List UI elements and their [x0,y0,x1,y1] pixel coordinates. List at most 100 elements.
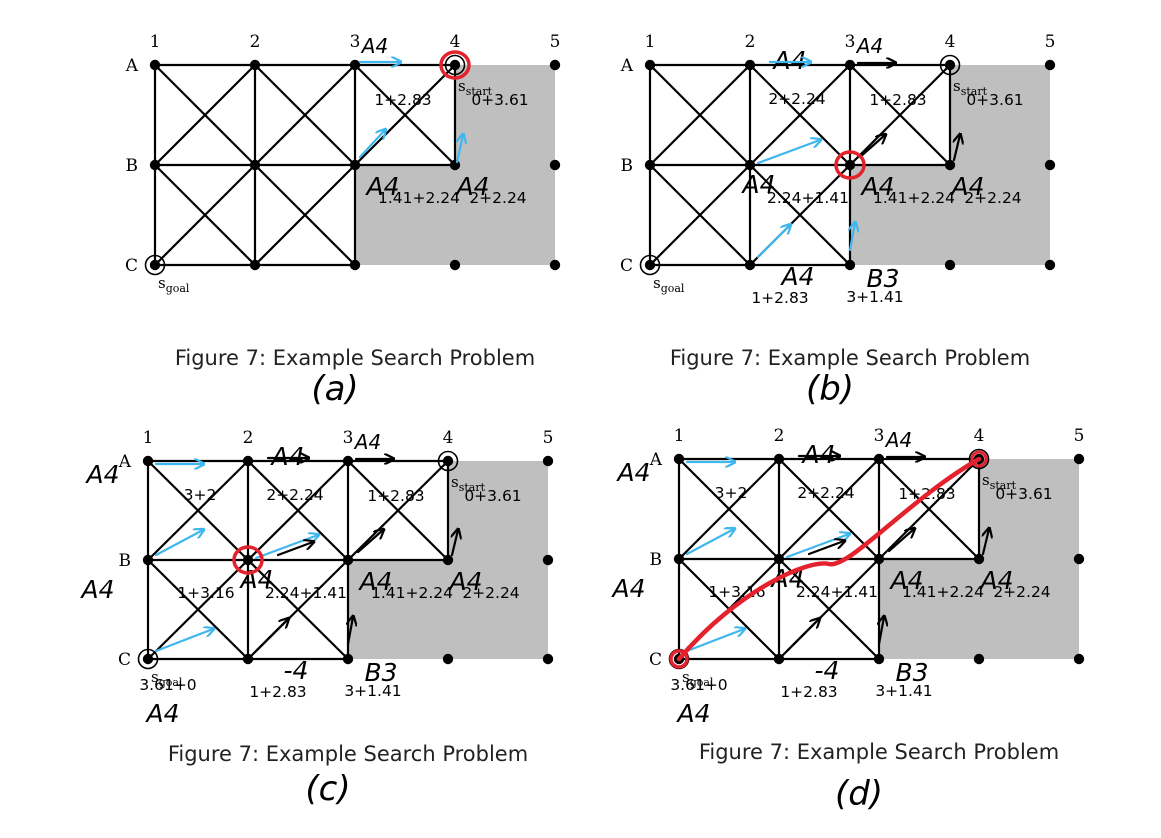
edge-diagonal [154,164,256,266]
node-A4 [442,455,454,467]
edge-diagonal [649,64,751,166]
arrow-C2-to-B3 [785,619,819,653]
cell-value-B4: 2+2.24 [469,189,526,207]
cell-value-B3: 1.41+2.24 [873,189,955,207]
node-A2 [773,453,785,465]
arrow-B1-to-A2 [685,529,734,556]
current-node-highlight [669,649,689,669]
parent-mark-C2: -4 [284,656,309,685]
parent-mark-B3: A4 [888,566,923,595]
arrow-C2-to-B3 [756,225,790,259]
column-label: 2 [745,32,756,52]
obstacle-cell [979,459,1079,559]
column-label: 1 [674,426,685,446]
cell-value-B3: 1.41+2.24 [902,583,984,601]
column-label: 1 [150,32,161,52]
cell-value-A3: 1+2.83 [367,487,424,505]
parent-mark-B1: A4 [79,575,114,604]
parent-mark-B4: A4 [978,566,1013,595]
current-node-highlight [834,150,866,180]
start-ring [968,448,990,470]
figure-caption: Figure 7: Example Search Problem [175,346,535,370]
obstacle-cell [448,461,548,560]
node-B4 [973,553,985,565]
obstacle-cell [355,165,555,265]
node-B1 [142,554,154,566]
column-label: 5 [1074,426,1085,446]
column-label: 5 [1045,32,1056,52]
cell-value-A4: 0+3.61 [966,91,1023,109]
cell-value-C3: 3+1.41 [875,682,932,700]
start-label: sstart [953,77,988,98]
goal-label: sgoal [158,274,190,295]
obstacle-cell [950,65,1050,165]
parent-mark-A3: A4 [884,428,912,452]
row-label: A [620,56,634,76]
cell-value-A2: 2+2.24 [266,486,323,504]
node-A5 [549,59,561,71]
arrow-B2-to-A3 [756,140,820,165]
node-A5 [542,455,554,467]
node-C1 [149,259,161,271]
node-B2 [773,553,785,565]
node-C5 [1073,653,1085,665]
obstacle-region [355,65,555,265]
arrow-B3-to-A4 [356,530,383,554]
node-B3 [349,159,361,171]
arrow-B1-to-A2 [154,530,203,557]
parent-mark-A2: A4 [800,440,835,469]
node-C4 [449,259,461,271]
node-B1 [149,159,161,171]
edge-diagonal [778,458,880,560]
column-label: 3 [350,32,361,52]
node-B3 [342,554,354,566]
node-C2 [744,259,756,271]
parent-mark-B3: A4 [357,567,392,596]
row-label: C [620,256,633,276]
parent-mark-C2: A4 [779,262,814,291]
obstacle-cell [879,559,1079,659]
row-label: B [621,156,634,176]
row-label: B [650,550,663,570]
node-C3 [342,653,354,665]
grid-nodes [137,450,554,670]
pointer-arrows [685,456,989,653]
node-A5 [1044,59,1056,71]
arrow-B3-to-A4 [858,135,885,159]
column-label: 1 [143,428,154,448]
parent-mark-C2: -4 [815,656,840,685]
cell-value-C3: 3+1.41 [846,288,903,306]
node-B5 [542,554,554,566]
column-label: 2 [243,428,254,448]
arrow-C1-to-B2 [685,629,744,653]
start-ring [444,54,466,76]
edge-diagonal [254,164,356,266]
arrow-C3-to-B3 [850,223,855,252]
cell-value-C1: 3.61+0 [670,676,727,694]
edge-diagonal [154,64,256,166]
panel-subcaption: (c) [305,769,350,809]
node-A1 [149,59,161,71]
pointer-arrows [154,458,458,653]
node-A2 [744,59,756,71]
node-B5 [549,159,561,171]
parent-mark-C3: B3 [866,264,899,293]
arrow-B2-to-A3 [807,541,844,556]
arrow-B4-to-A4 [457,135,463,164]
parent-mark-B2: A4 [740,170,775,199]
node-C3 [844,259,856,271]
node-C1 [644,259,656,271]
column-label: 5 [550,32,561,52]
node-A2 [242,455,254,467]
arrow-B4-to-A4 [452,530,458,557]
node-C2 [249,259,261,271]
